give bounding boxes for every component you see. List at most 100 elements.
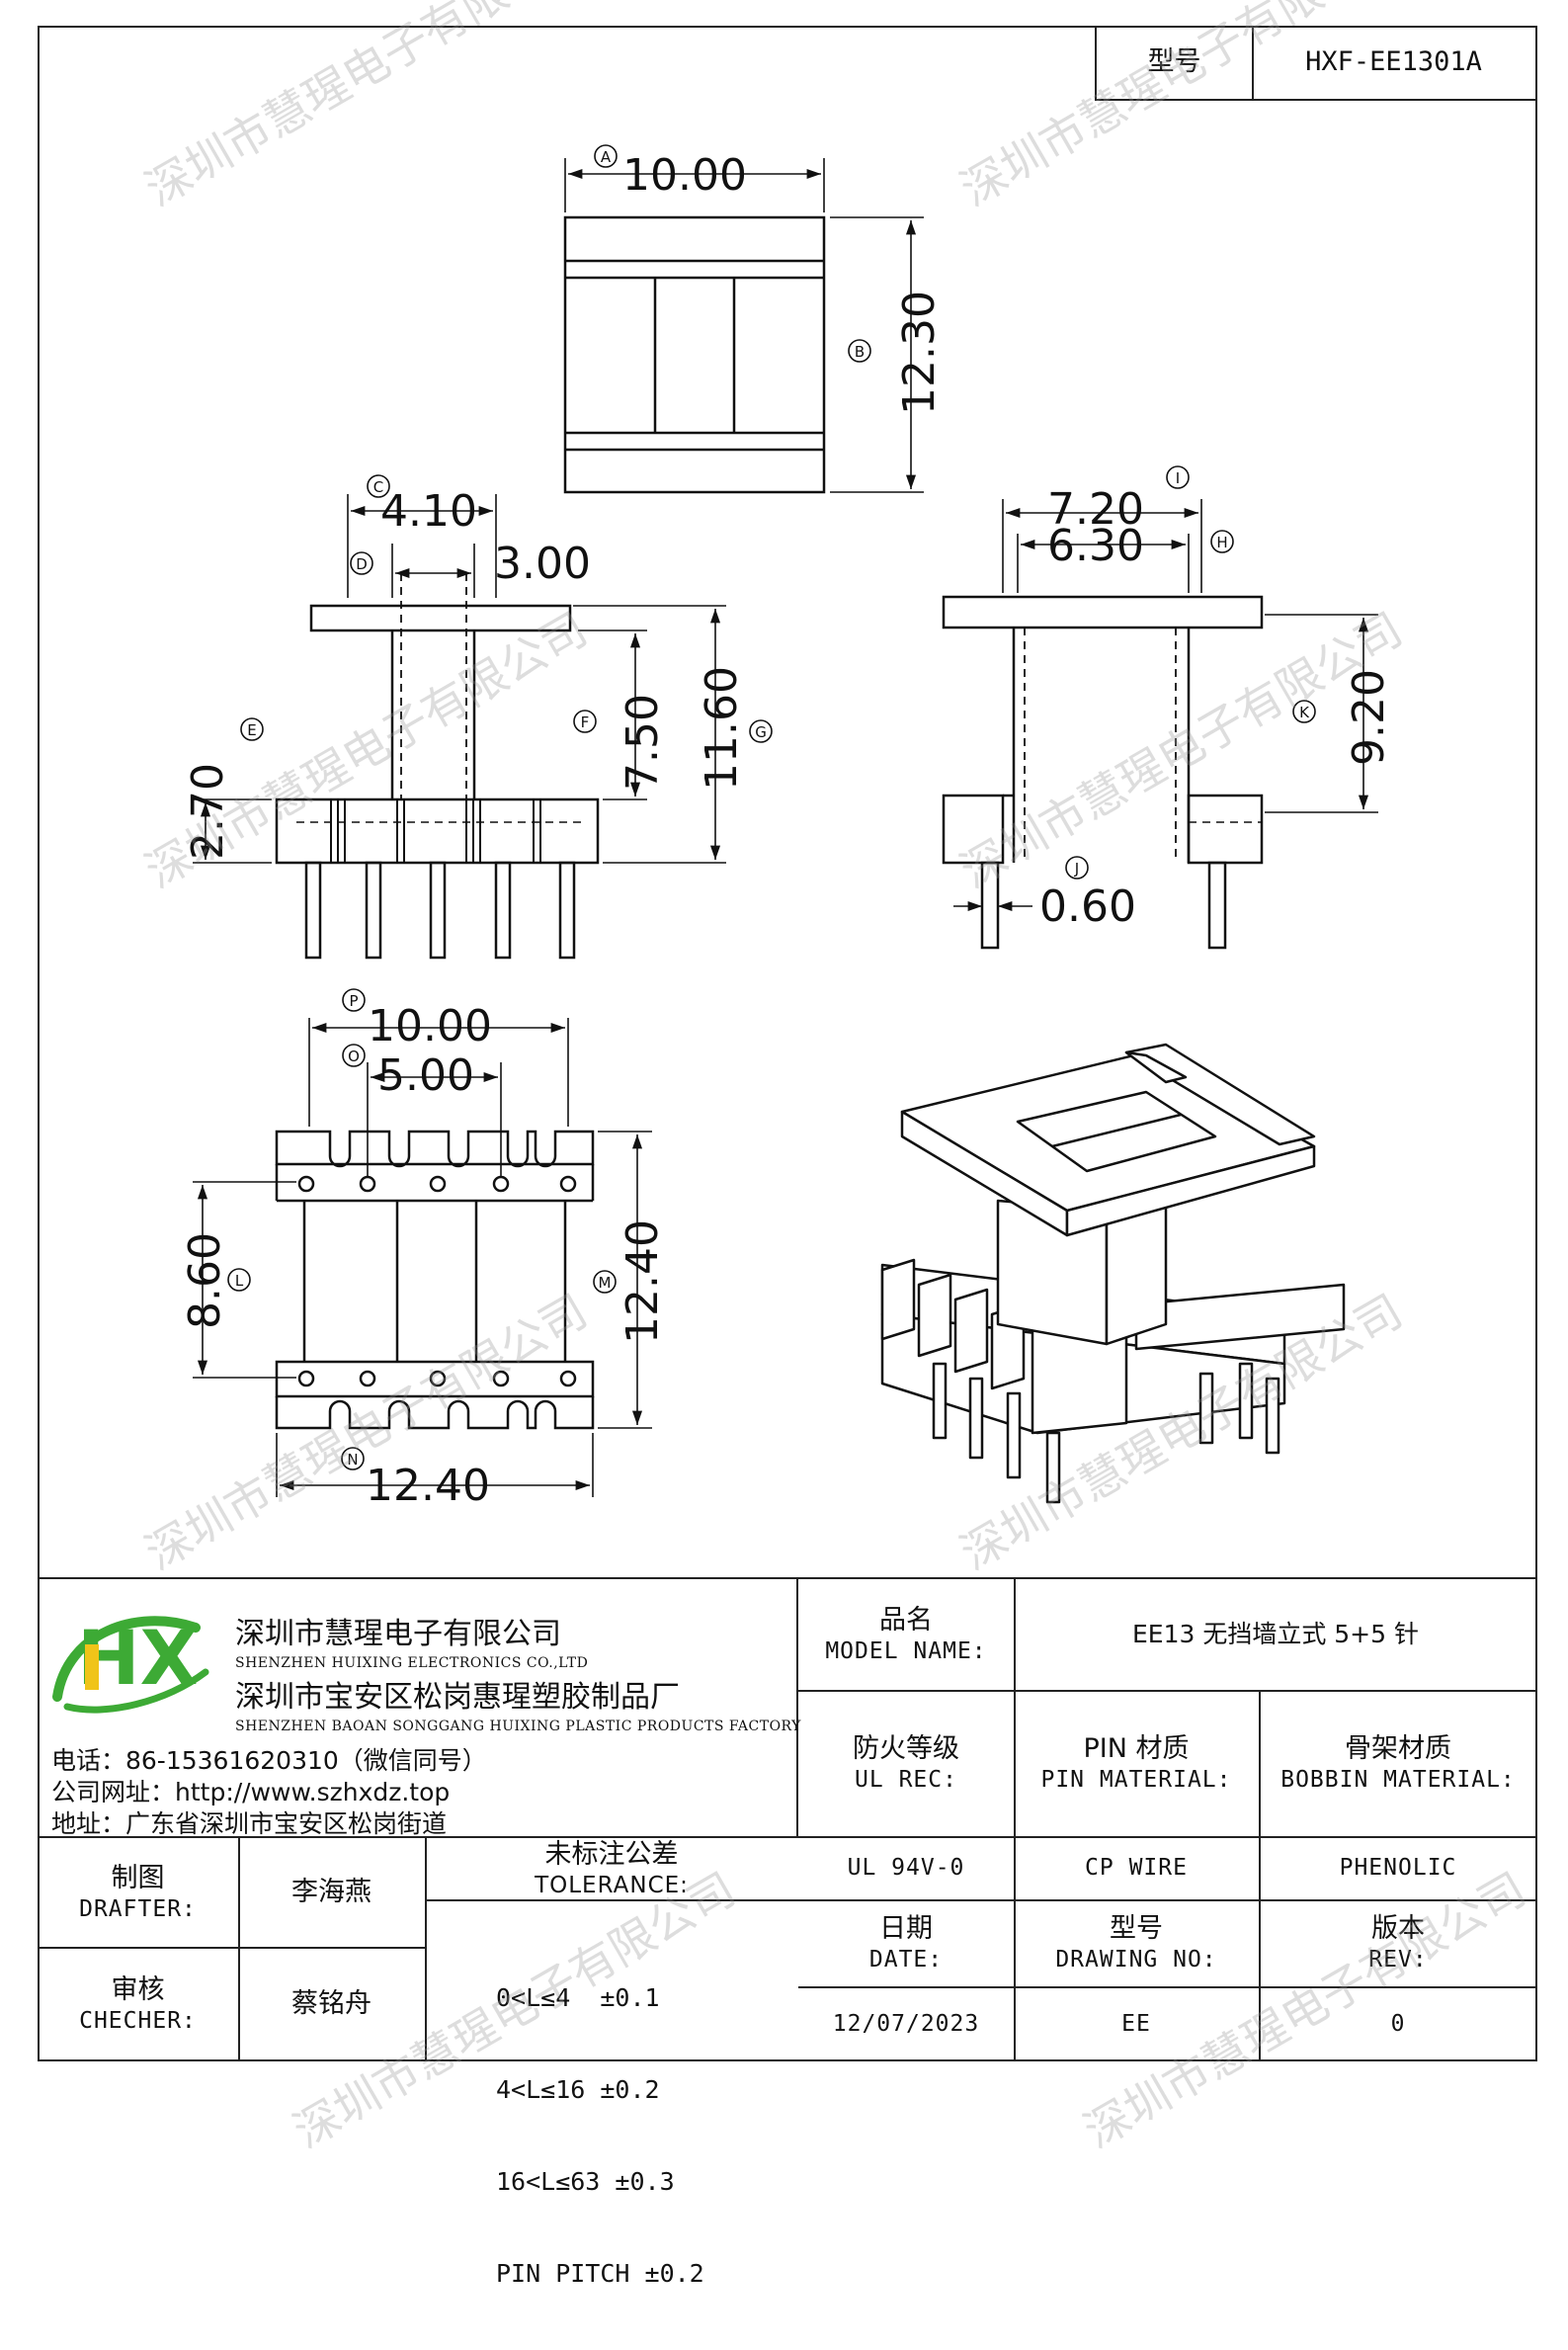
dim-h-value: 6.30 bbox=[1047, 521, 1144, 571]
rev-label-cn: 版本 bbox=[1371, 1912, 1425, 1944]
company-name-cn: 深圳市慧瑆电子有限公司 bbox=[235, 1617, 561, 1651]
product-label-cn: 品名 bbox=[879, 1604, 933, 1636]
dim-e-value: 2.70 bbox=[183, 763, 233, 860]
drafter-value: 李海燕 bbox=[238, 1836, 427, 1949]
dim-j-value: 0.60 bbox=[1039, 881, 1136, 932]
product-label-en: MODEL NAME: bbox=[825, 1637, 987, 1664]
svg-text:K: K bbox=[1299, 704, 1310, 721]
svg-text:J: J bbox=[1074, 860, 1079, 878]
mark-l: L bbox=[227, 1268, 251, 1292]
pin-value: CP WIRE bbox=[1014, 1836, 1261, 1901]
company-address: 地址：广东省深圳市宝安区松岗街道 bbox=[51, 1809, 448, 1838]
date-label-cn: 日期 bbox=[879, 1912, 933, 1944]
product-value: EE13 无挡墙立式 5+5 针 bbox=[1014, 1577, 1537, 1692]
mark-d: D bbox=[350, 551, 373, 575]
drawing-label-en: DRAWING NO: bbox=[1055, 1946, 1217, 1972]
mark-n: N bbox=[341, 1447, 365, 1470]
mark-k: K bbox=[1292, 700, 1316, 723]
svg-text:B: B bbox=[855, 343, 865, 361]
tolerance-label: 未标注公差 TOLERANCE: bbox=[425, 1836, 798, 1901]
pin-label: PIN 材质 PIN MATERIAL: bbox=[1014, 1690, 1261, 1838]
mark-a: A bbox=[594, 144, 618, 168]
bobbin-label: 骨架材质 BOBBIN MATERIAL: bbox=[1259, 1690, 1537, 1838]
technical-drawing: 10.00 12.30 4.10 3.00 2.70 7.50 11.60 7.… bbox=[180, 144, 1394, 1511]
svg-text:N: N bbox=[347, 1451, 358, 1469]
pin-label-en: PIN MATERIAL: bbox=[1040, 1766, 1232, 1793]
dim-c-value: 4.10 bbox=[380, 486, 477, 537]
dim-l-value: 8.60 bbox=[180, 1232, 230, 1329]
drawing-value: EE bbox=[1014, 1986, 1261, 2061]
mark-j: J bbox=[1065, 856, 1089, 880]
tolerance-label-cn: 未标注公差 bbox=[544, 1838, 679, 1870]
svg-text:A: A bbox=[601, 148, 612, 166]
date-label: 日期 DATE: bbox=[798, 1899, 1016, 1988]
company-info bbox=[38, 1577, 798, 1836]
drafter-label-en: DRAFTER: bbox=[79, 1895, 197, 1922]
top-view bbox=[563, 158, 924, 494]
checker-label: 审核 CHECHER: bbox=[38, 1947, 240, 2061]
svg-text:P: P bbox=[349, 992, 358, 1010]
mark-i: I bbox=[1166, 465, 1190, 489]
drafter-label: 制图 DRAFTER: bbox=[38, 1836, 240, 1949]
svg-text:H: H bbox=[1216, 534, 1227, 551]
bobbin-label-en: BOBBIN MATERIAL: bbox=[1280, 1766, 1516, 1793]
checker-label-en: CHECHER: bbox=[79, 2007, 197, 2034]
drawing-sheet bbox=[38, 26, 1537, 2061]
dim-d-value: 3.00 bbox=[494, 539, 591, 589]
tolerance-item: 16<L≤63 ±0.3 bbox=[496, 2167, 675, 2196]
side-view bbox=[942, 499, 1378, 950]
pin-label-cn: PIN 材质 bbox=[1083, 1732, 1190, 1764]
mark-g: G bbox=[749, 719, 773, 743]
dim-f-value: 7.50 bbox=[618, 694, 668, 791]
svg-text:I: I bbox=[1176, 469, 1180, 487]
checker-label-cn: 审核 bbox=[111, 1973, 165, 2005]
tolerance-item: PIN PITCH ±0.2 bbox=[496, 2259, 704, 2288]
dim-i-value: 7.20 bbox=[1047, 484, 1144, 535]
date-value: 12/07/2023 bbox=[798, 1986, 1016, 2061]
svg-text:F: F bbox=[581, 713, 590, 731]
ul-label-en: UL REC: bbox=[855, 1766, 957, 1793]
dim-n-value: 12.40 bbox=[366, 1461, 490, 1511]
mark-c: C bbox=[367, 474, 390, 498]
company-phone: 电话：86-15361620310（微信同号） bbox=[51, 1746, 487, 1775]
dim-o-value: 5.00 bbox=[377, 1050, 474, 1101]
date-label-en: DATE: bbox=[868, 1946, 944, 1972]
dim-p-value: 10.00 bbox=[368, 1001, 492, 1051]
rev-value: 0 bbox=[1390, 2010, 1406, 2037]
mark-f: F bbox=[573, 710, 597, 733]
ul-label-cn: 防火等级 bbox=[853, 1732, 959, 1764]
drafter-label-cn: 制图 bbox=[111, 1862, 165, 1893]
bottom-view bbox=[193, 1018, 652, 1497]
svg-text:E: E bbox=[247, 721, 256, 739]
mark-p: P bbox=[342, 988, 366, 1012]
dim-g-value: 11.60 bbox=[697, 666, 747, 791]
company-logo: HX bbox=[52, 1614, 209, 1714]
dim-k-value: 9.20 bbox=[1344, 669, 1394, 766]
svg-text:G: G bbox=[755, 723, 767, 741]
svg-text:M: M bbox=[599, 1274, 612, 1292]
svg-text:D: D bbox=[356, 555, 368, 573]
mark-e: E bbox=[240, 717, 264, 741]
product-label: 品名 MODEL NAME: bbox=[798, 1577, 1016, 1692]
company-name-en: SHENZHEN HUIXING ELECTRONICS CO.,LTD bbox=[235, 1655, 589, 1671]
tolerance-item: 0<L≤4 ±0.1 bbox=[496, 1983, 660, 2012]
ul-label: 防火等级 UL REC: bbox=[798, 1690, 1016, 1838]
bobbin-value: PHENOLIC bbox=[1259, 1836, 1537, 1901]
ul-value: UL 94V-0 bbox=[798, 1836, 1016, 1901]
mark-b: B bbox=[848, 339, 871, 363]
dim-b-value: 12.30 bbox=[894, 291, 945, 415]
checker-value: 蔡铭舟 bbox=[238, 1947, 427, 2061]
front-view bbox=[193, 494, 726, 960]
company-website: 公司网址：http://www.szhxdz.top bbox=[51, 1778, 451, 1806]
model-label: 型号 bbox=[1095, 26, 1254, 101]
factory-name-en: SHENZHEN BAOAN SONGGANG HUIXING PLASTIC … bbox=[235, 1719, 801, 1734]
svg-text:O: O bbox=[348, 1048, 360, 1065]
mark-m: M bbox=[593, 1270, 617, 1294]
model-value: HXF-EE1301A bbox=[1252, 26, 1537, 101]
dim-a-value: 10.00 bbox=[622, 150, 747, 201]
isometric-view bbox=[880, 1043, 1346, 1504]
drawing-label-cn: 型号 bbox=[1110, 1912, 1163, 1944]
svg-text:L: L bbox=[235, 1272, 244, 1290]
rev-label-en: REV: bbox=[1368, 1946, 1428, 1972]
dim-m-value: 12.40 bbox=[618, 1219, 668, 1344]
